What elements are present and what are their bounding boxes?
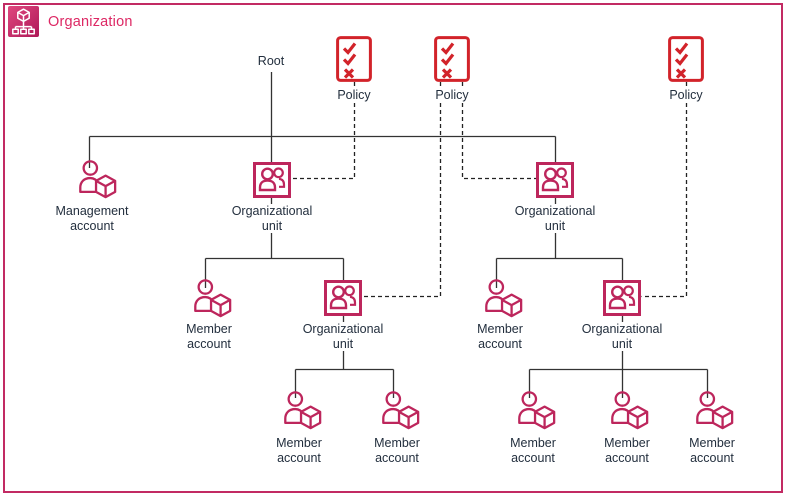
policy-label: Policy [422,88,482,103]
dashed-policy3-to-ou4 [641,82,688,298]
organizational-unit-label: Organizational unit [278,322,408,351]
policy-checklist-icon [336,36,372,82]
management-account-label: Management account [27,204,157,233]
member-account-icon [191,277,233,319]
member-account-icon [608,389,650,431]
management-account-icon [76,158,118,200]
member-account-icon [379,389,421,431]
diagram-title: Organization [48,14,133,30]
policy-label: Policy [656,88,716,103]
member-account-icon [281,389,323,431]
member-account-icon [482,277,524,319]
member-account-label: Member account [251,436,347,465]
organizational-unit-icon [536,162,574,198]
member-account-label: Member account [435,322,565,351]
member-account-label: Member account [144,322,274,351]
organizational-unit-label: Organizational unit [207,204,337,233]
dashed-policy2-to-ou3 [362,82,442,298]
member-account-label: Member account [485,436,581,465]
member-account-label: Member account [349,436,445,465]
member-account-icon [515,389,557,431]
organizational-unit-icon [603,280,641,316]
organizational-unit-icon [324,280,362,316]
root-label: Root [241,54,301,69]
policy-checklist-icon [434,36,470,82]
organizational-unit-label: Organizational unit [490,204,620,233]
member-account-label: Member account [579,436,675,465]
member-account-label: Member account [664,436,760,465]
policy-checklist-icon [668,36,704,82]
organizational-unit-icon [253,162,291,198]
member-account-icon [693,389,735,431]
organizations-service-icon [8,6,39,37]
organizational-unit-label: Organizational unit [557,322,687,351]
policy-label: Policy [324,88,384,103]
